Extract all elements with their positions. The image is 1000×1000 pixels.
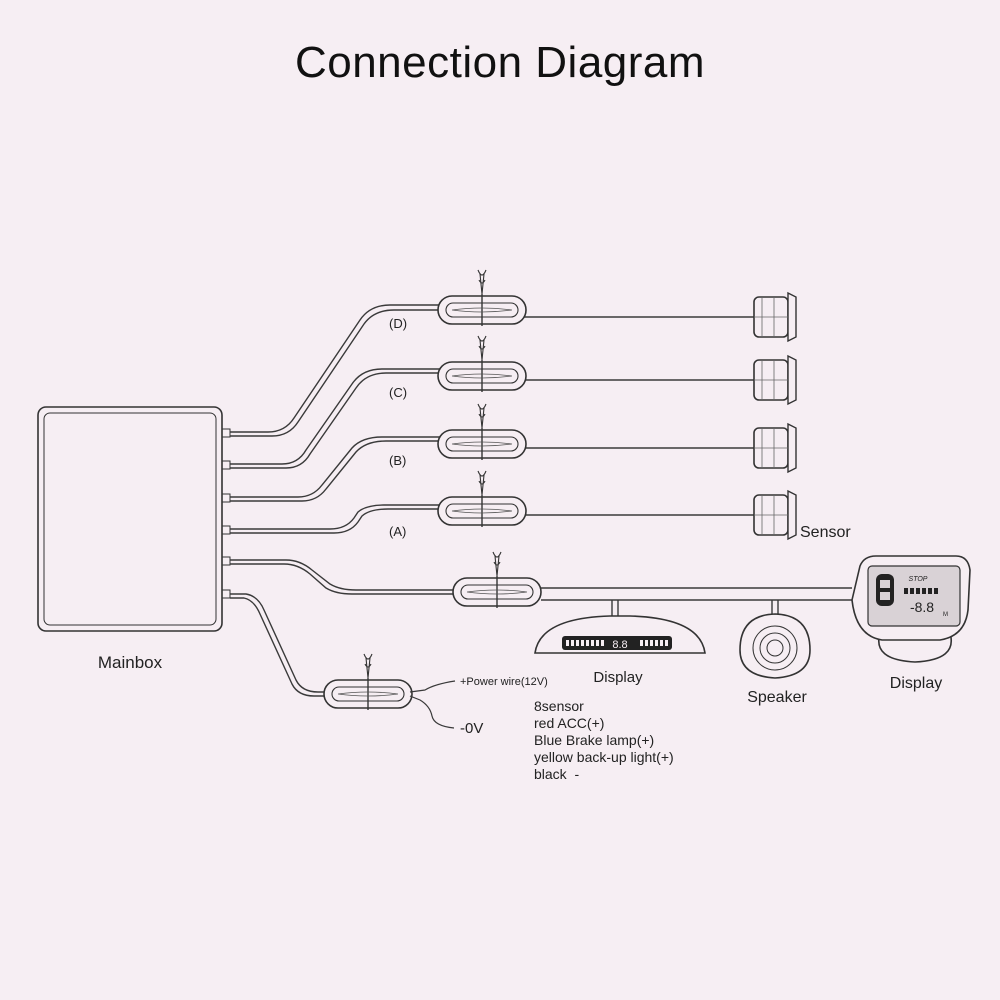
monitor-display-label: Display <box>890 675 942 692</box>
channel-label-a: (A) <box>389 524 406 539</box>
power-wires <box>409 680 456 729</box>
ground-wire-label: -0V <box>460 720 483 737</box>
wire-clip-display <box>452 551 542 609</box>
wire-clip-d <box>437 269 527 327</box>
note-line: black - <box>534 766 579 782</box>
wire-color-notes: 8sensor red ACC(+) Blue Brake lamp(+) ye… <box>534 698 674 782</box>
monitor-unit: M <box>943 612 948 618</box>
channel-label-b: (B) <box>389 453 406 468</box>
note-line: Blue Brake lamp(+) <box>534 732 654 748</box>
bar-display: 8.8 <box>534 615 706 654</box>
mainbox-label: Mainbox <box>98 653 163 672</box>
monitor-stop-label: STOP <box>909 576 928 583</box>
sensor-d <box>753 292 797 342</box>
bar-display-label: Display <box>593 669 643 686</box>
channel-label-d: (D) <box>389 316 407 331</box>
sensor-label: Sensor <box>800 524 851 541</box>
sensor-a <box>753 490 797 540</box>
monitor-readout: -8.8 <box>910 599 934 615</box>
mainbox-unit <box>37 406 231 632</box>
bar-display-readout: 8.8 <box>612 639 627 651</box>
wire-clip-b <box>437 403 527 461</box>
sensor-wires <box>230 304 852 697</box>
note-line: red ACC(+) <box>534 715 604 731</box>
diagram-title: Connection Diagram <box>294 38 706 87</box>
sensor-c <box>753 355 797 405</box>
note-line: 8sensor <box>534 698 584 714</box>
monitor-display: STOP -8.8 M <box>851 555 971 663</box>
power-wire-clip <box>323 653 413 711</box>
sensor-b <box>753 423 797 473</box>
note-line: yellow back-up light(+) <box>534 749 674 765</box>
wire-clip-a <box>437 470 527 528</box>
speaker-label: Speaker <box>747 689 807 706</box>
power-wire-label: +Power wire(12V) <box>460 676 548 688</box>
speaker <box>739 613 811 679</box>
channel-label-c: (C) <box>389 385 407 400</box>
wire-clip-c <box>437 335 527 393</box>
